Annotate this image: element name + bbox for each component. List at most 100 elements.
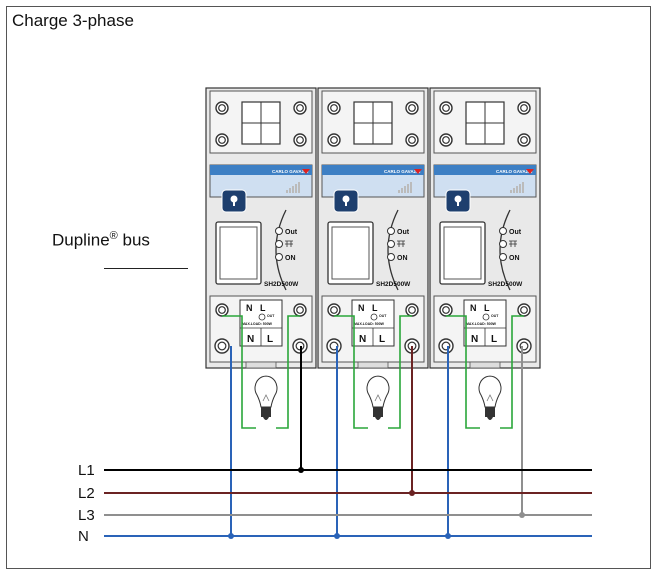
top-screw-right-inner: [408, 104, 416, 112]
terminal-out-label: OUT: [491, 314, 499, 318]
led-on-icon: [275, 253, 283, 261]
terminal-screw-top-left: [215, 303, 229, 317]
top-screw-left: [327, 101, 341, 115]
light-bulb-icon: [478, 375, 502, 408]
top-screw-right-lower: [517, 133, 531, 147]
led-out-label: Out: [285, 229, 298, 236]
top-screw-left-lower-inner: [218, 136, 226, 144]
switch-window-inner: [443, 226, 482, 280]
label-band-stripe: [434, 165, 536, 175]
brand-label: CARLO GAVAZZI: [384, 169, 420, 174]
lock-keyhole-icon: [342, 195, 350, 203]
top-screw-left-lower: [439, 133, 453, 147]
terminal-screw-l-inner: [519, 341, 529, 351]
din-clip: [469, 361, 501, 369]
terminal-screw-n-inner: [217, 341, 227, 351]
signal-bar: [519, 184, 521, 193]
terminal-n-top: N: [246, 303, 253, 313]
terminal-n-top: N: [358, 303, 365, 313]
bulb-filament: [262, 394, 270, 402]
terminal-n-bottom: N: [359, 334, 366, 345]
signal-bar: [410, 182, 412, 193]
terminal-out-label: OUT: [267, 314, 275, 318]
top-screw-left: [215, 101, 229, 115]
terminal-screw-top-left: [327, 303, 341, 317]
bus-symbol-icon: [509, 240, 517, 247]
dupline-bus-label: Dupline® bus: [52, 230, 150, 251]
signal-bar: [510, 190, 512, 193]
bulb-tip: [487, 417, 493, 420]
terminal-screw-n: [326, 338, 342, 354]
led-out-label: Out: [509, 229, 522, 236]
maxload-label: MAX.LOAD: 500W: [242, 322, 273, 326]
top-screw-left-lower-inner: [330, 136, 338, 144]
bulb-tip: [263, 417, 269, 420]
bulb-base: [485, 407, 495, 417]
bus-symbol-icon: [397, 240, 405, 247]
brand-label: CARLO GAVAZZI: [496, 169, 532, 174]
signal-bar: [286, 190, 288, 193]
led-on-label: ON: [285, 255, 296, 262]
lock-keyhole-slot: [345, 200, 347, 206]
led-out-icon: [499, 227, 507, 235]
bulb-tip: [375, 417, 381, 420]
switch-window-inner: [219, 226, 258, 280]
top-screw-right-lower-inner: [520, 136, 528, 144]
led-out-icon: [387, 227, 395, 235]
top-screw-left-lower-inner: [442, 136, 450, 144]
bulb-base: [261, 407, 271, 417]
terminal-l-top: L: [260, 303, 266, 313]
top-screw-left-lower: [215, 133, 229, 147]
led-on-label: ON: [509, 255, 520, 262]
signal-bar: [295, 184, 297, 193]
led-bus-icon: [275, 240, 283, 248]
load-wire-out: [334, 315, 368, 429]
terminal-n-bottom: N: [247, 334, 254, 345]
label-band-stripe: [210, 165, 312, 175]
led-on-icon: [499, 253, 507, 261]
terminal-l-bottom: L: [379, 334, 385, 345]
brand-logo: [414, 169, 422, 174]
terminal-screw-top-left-inner: [330, 306, 338, 314]
lamp-symbol-icon: [258, 313, 266, 321]
led-on-icon: [387, 253, 395, 261]
terminal-screw-top-left: [439, 303, 453, 317]
top-screw-right: [405, 101, 419, 115]
terminal-screw-top-right: [517, 303, 531, 317]
top-screw-left-lower: [327, 133, 341, 147]
terminal-l-top: L: [372, 303, 378, 313]
lamp-symbol-icon: [370, 313, 378, 321]
signal-bar: [292, 186, 294, 193]
lamp-symbol-icon: [482, 313, 490, 321]
terminal-screw-top-right-inner: [520, 306, 528, 314]
bulb-base: [373, 407, 383, 417]
brand-logo: [526, 169, 534, 174]
load-wire-return: [276, 315, 300, 429]
bus-symbol-icon: [285, 240, 293, 247]
terminal-screw-l: [516, 338, 532, 354]
top-screw-left: [439, 101, 453, 115]
led-bus-icon: [499, 240, 507, 248]
load-wire-out: [222, 315, 256, 429]
top-screw-right-lower: [405, 133, 419, 147]
top-screw-left-inner: [218, 104, 226, 112]
signal-bar: [404, 186, 406, 193]
terminal-out-label: OUT: [379, 314, 387, 318]
bus-label-sup: ®: [109, 230, 118, 242]
diagram-frame: [6, 6, 651, 569]
signal-bar: [289, 188, 291, 193]
top-screw-right-lower: [293, 133, 307, 147]
top-screw-right-inner: [520, 104, 528, 112]
model-label: SH2D500W: [488, 281, 523, 288]
top-screw-left-inner: [442, 104, 450, 112]
light-bulb-icon: [366, 375, 390, 408]
led-on-label: ON: [397, 255, 408, 262]
terminal-screw-n: [438, 338, 454, 354]
maxload-label: MAX.LOAD: 500W: [466, 322, 497, 326]
top-screw-right-lower-inner: [408, 136, 416, 144]
terminal-screw-top-right-inner: [296, 306, 304, 314]
terminal-screw-n: [214, 338, 230, 354]
